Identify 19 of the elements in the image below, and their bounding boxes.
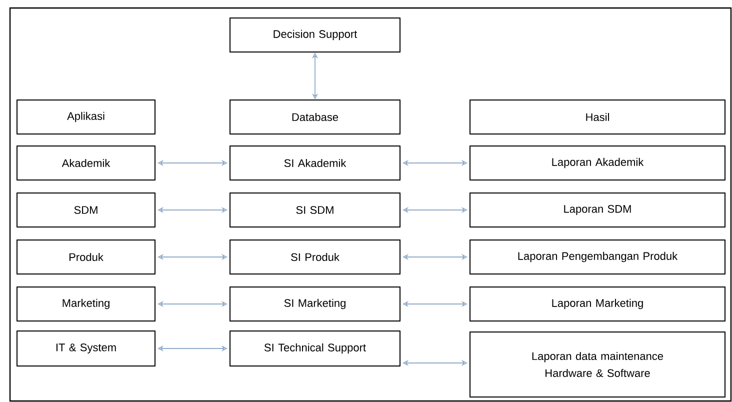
process-box: Database bbox=[230, 100, 400, 134]
process-box: Akademik bbox=[16, 146, 156, 180]
process-box: Laporan Marketing bbox=[470, 286, 726, 322]
process-box: SI SDM bbox=[230, 192, 400, 228]
process-box: Marketing bbox=[16, 286, 156, 322]
process-box: Laporan Pengembangan Produk bbox=[470, 240, 726, 274]
process-box: SI Akademik bbox=[230, 146, 400, 180]
process-box: Laporan Akademik bbox=[470, 146, 726, 180]
process-box: Laporan data maintenance Hardware & Software bbox=[470, 332, 726, 398]
process-box: Produk bbox=[16, 240, 156, 274]
process-box: Hasil bbox=[470, 100, 726, 134]
process-box: SI Marketing bbox=[230, 286, 400, 322]
process-box: Laporan SDM bbox=[470, 192, 726, 228]
process-box: IT & System bbox=[16, 330, 156, 366]
process-box: SI Produk bbox=[230, 240, 400, 274]
process-box: SDM bbox=[16, 192, 156, 228]
process-box: Aplikasi bbox=[16, 100, 156, 134]
process-box: SI Technical Support bbox=[230, 330, 400, 366]
process-box: Decision Support bbox=[230, 18, 400, 52]
